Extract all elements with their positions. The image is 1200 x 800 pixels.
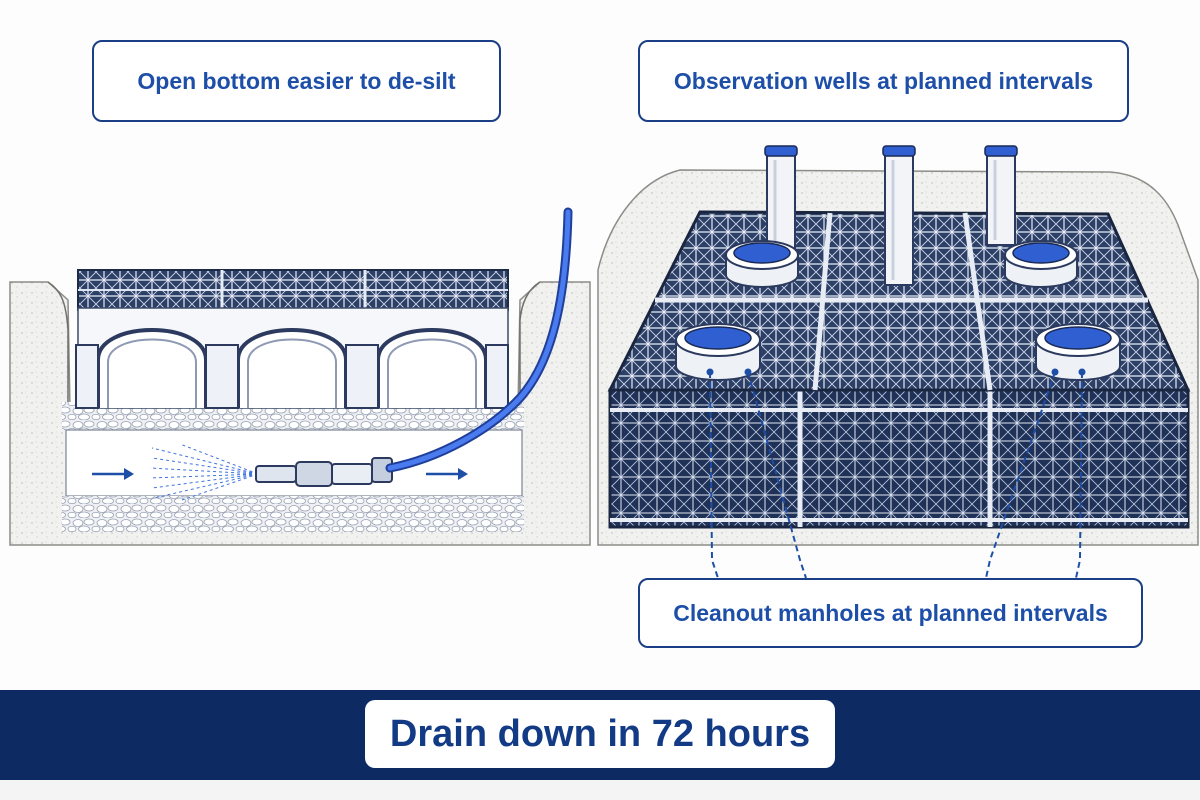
flow-arrow-icon bbox=[426, 468, 468, 480]
callout-leader-lines bbox=[709, 371, 1083, 579]
water-spray-icon bbox=[149, 443, 259, 501]
arch-3 bbox=[376, 328, 488, 408]
drain-down-badge: Drain down in 72 hours bbox=[365, 700, 835, 768]
cleanout-manholes-label: Cleanout manholes at planned intervals bbox=[673, 599, 1108, 626]
pillar bbox=[75, 344, 99, 409]
footer-strip bbox=[0, 780, 1200, 800]
open-bottom-label: Open bottom easier to de-silt bbox=[137, 67, 456, 94]
observation-well-icon bbox=[882, 145, 916, 286]
cleanout-manhole-icon bbox=[725, 240, 799, 288]
drain-down-label: Drain down in 72 hours bbox=[389, 712, 811, 755]
open-bottom-callout: Open bottom easier to de-silt bbox=[92, 40, 501, 122]
observation-well-icon bbox=[984, 145, 1018, 246]
cleanout-manhole-icon bbox=[1004, 240, 1078, 288]
right-chamber-illustration bbox=[597, 145, 1199, 579]
pillar bbox=[345, 344, 379, 409]
flow-arrow-icon bbox=[92, 468, 134, 480]
stormwater-chamber-diagram bbox=[9, 145, 1199, 579]
left-trench-illustration bbox=[9, 207, 591, 546]
observation-wells-callout: Observation wells at planned intervals bbox=[638, 40, 1129, 122]
stone-bedding-lower bbox=[62, 496, 524, 532]
cleanout-manholes-callout: Cleanout manholes at planned intervals bbox=[638, 578, 1143, 648]
arch-1 bbox=[96, 328, 208, 408]
observation-well-icon bbox=[764, 145, 798, 251]
pillar bbox=[205, 344, 239, 409]
water-channel bbox=[65, 429, 523, 497]
observation-wells-label: Observation wells at planned intervals bbox=[673, 67, 1094, 94]
arch-2 bbox=[236, 328, 348, 408]
cleanout-manhole-icon bbox=[1035, 323, 1121, 381]
jetting-nozzle-icon bbox=[255, 457, 393, 487]
cleanout-manhole-icon bbox=[675, 323, 761, 381]
pillar bbox=[485, 344, 509, 409]
